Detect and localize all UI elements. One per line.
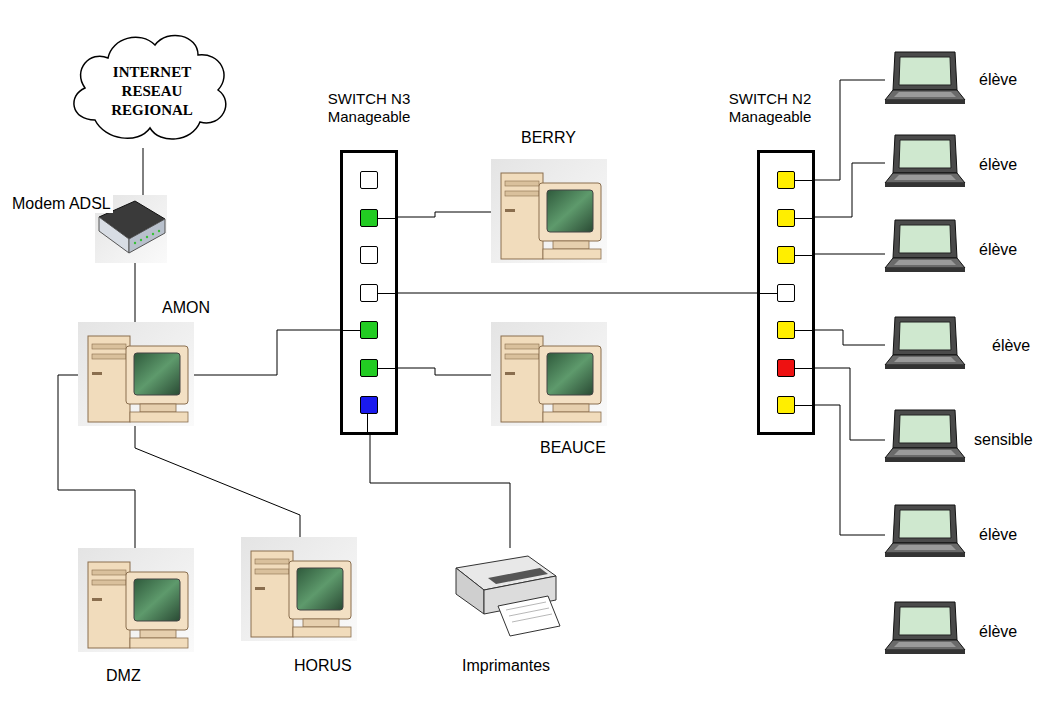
port-wire [367, 414, 368, 432]
network-device: BERRY [491, 159, 607, 263]
port-wire [378, 293, 395, 294]
switch-port [777, 171, 795, 189]
network-cable [398, 293, 757, 294]
device-label: sensible [972, 430, 1035, 449]
device-label: BERRY [519, 128, 578, 147]
network-cable [58, 375, 135, 548]
port-wire [795, 368, 812, 369]
network-device: BEAUCE [491, 322, 607, 426]
switch-port [777, 284, 795, 302]
network-cable [194, 330, 340, 375]
network-cable [815, 163, 885, 217]
device-label: BEAUCE [538, 438, 608, 457]
switch-port [360, 284, 378, 302]
device-label: élève [977, 70, 1019, 89]
switch-port [777, 321, 795, 339]
network-cable [370, 435, 510, 548]
device-label: élève [977, 525, 1019, 544]
network-device: sensible [885, 408, 965, 463]
network-cable [815, 330, 885, 345]
network-switch: SWITCH N2 Manageable [757, 150, 815, 435]
network-device: élève [885, 315, 965, 370]
network-device: élève [885, 503, 965, 558]
network-device: DMZ [78, 548, 194, 652]
device-label: INTERNET RESEAU REGIONAL [96, 63, 208, 120]
network-device: élève [885, 218, 965, 273]
port-wire [378, 218, 395, 219]
switch-port [360, 396, 378, 414]
device-label: AMON [160, 298, 212, 317]
switch-port [777, 209, 795, 227]
network-cable [135, 263, 136, 322]
port-wire [795, 218, 812, 219]
switch-port [360, 321, 378, 339]
switch-port [360, 171, 378, 189]
network-device: HORUS [241, 537, 357, 641]
device-label: DMZ [104, 666, 143, 685]
device-label: HORUS [292, 656, 354, 675]
port-wire [378, 368, 395, 369]
network-device: AMON [78, 322, 194, 426]
network-cable [815, 254, 885, 255]
network-cable [135, 426, 300, 537]
device-label: élève [977, 622, 1019, 641]
device-label: Imprimantes [460, 656, 552, 675]
network-switch: SWITCH N3 Manageable [340, 150, 398, 435]
network-cable [815, 368, 885, 440]
port-wire [795, 405, 812, 406]
network-cable [398, 368, 491, 375]
switch-port [777, 396, 795, 414]
port-wire [795, 180, 812, 181]
network-cable [815, 80, 885, 180]
port-wire [795, 255, 812, 256]
network-cloud: INTERNET RESEAU REGIONAL [72, 30, 232, 148]
device-label: élève [977, 155, 1019, 174]
port-wire [795, 330, 812, 331]
network-cable [398, 212, 491, 217]
device-label: SWITCH N2 Manageable [710, 90, 830, 126]
network-device: Modem ADSL [95, 195, 167, 263]
network-device: élève [885, 600, 965, 655]
device-label: SWITCH N3 Manageable [309, 90, 429, 126]
port-wire [760, 293, 777, 294]
switch-port [360, 246, 378, 264]
network-device: Imprimantes [448, 548, 560, 640]
switch-port [777, 246, 795, 264]
network-device: élève [885, 50, 965, 105]
port-wire [343, 330, 360, 331]
network-cable [815, 405, 885, 535]
switch-port [777, 359, 795, 377]
switch-port [360, 209, 378, 227]
network-device: élève [885, 133, 965, 188]
device-label: élève [977, 240, 1019, 259]
device-label: élève [990, 336, 1032, 355]
switch-port [360, 359, 378, 377]
device-label: Modem ADSL [10, 194, 113, 213]
network-cable [143, 148, 144, 195]
